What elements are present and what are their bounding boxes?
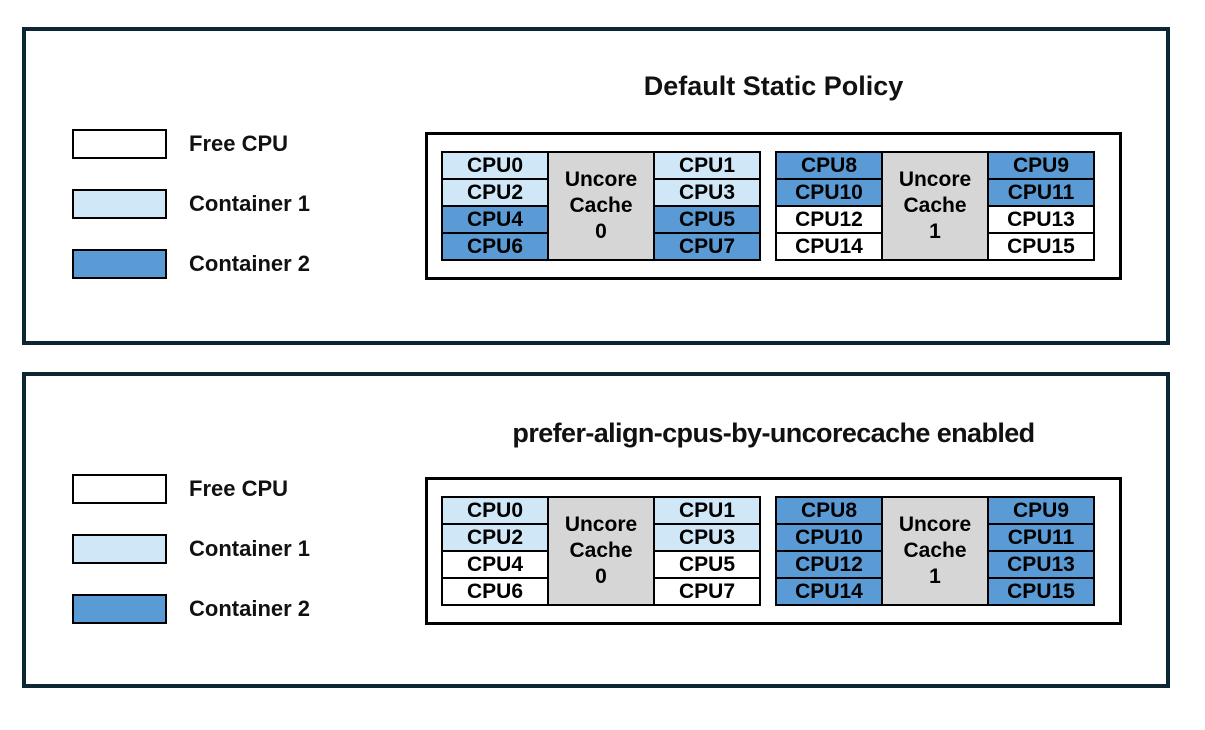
- cpu-cell-cpu6: CPU6: [441, 232, 549, 261]
- cpu-cell-cpu13: CPU13: [987, 205, 1095, 234]
- uncore-cache-label-line: Cache: [903, 539, 967, 562]
- legend-swatch-container2: [72, 594, 167, 624]
- legend-label: Container 1: [189, 191, 311, 216]
- legend-item-container1: Container 1: [72, 534, 310, 564]
- cpu-cell-cpu7: CPU7: [653, 577, 761, 606]
- uncore-cache-label-line: 1: [929, 565, 941, 588]
- uncore-cache-label-line: Uncore: [564, 513, 638, 536]
- uncore-cache-label-line: 0: [595, 565, 607, 588]
- cpu-cell-cpu3: CPU3: [653, 523, 761, 552]
- cpu-cell-cpu13: CPU13: [987, 550, 1095, 579]
- uncore-cache-label-line: Uncore: [898, 168, 972, 191]
- cpu-cell-cpu12: CPU12: [775, 205, 883, 234]
- cpu-cell-cpu7: CPU7: [653, 232, 761, 261]
- legend-swatch-free: [72, 474, 167, 504]
- cpu-cell-cpu4: CPU4: [441, 205, 549, 234]
- cpu-cell-cpu15: CPU15: [987, 232, 1095, 261]
- uncore-cache-label-line: Uncore: [564, 168, 638, 191]
- legend-label: Container 2: [189, 596, 311, 621]
- cpu-cell-cpu6: CPU6: [441, 577, 549, 606]
- uncore-cache-label-line: 1: [929, 220, 941, 243]
- panel-prefer-align-cpus-by-uncorecache: prefer-align-cpus-by-uncorecache enabled…: [22, 372, 1170, 688]
- cpu-cell-cpu12: CPU12: [775, 550, 883, 579]
- cpu-cell-cpu15: CPU15: [987, 577, 1095, 606]
- cpu-cell-cpu0: CPU0: [441, 151, 549, 180]
- cpu-cell-cpu14: CPU14: [775, 577, 883, 606]
- panel-title: prefer-align-cpus-by-uncorecache enabled: [512, 418, 1035, 448]
- uncore-cache-label-line: Uncore: [898, 513, 972, 536]
- legend-item-container1: Container 1: [72, 189, 310, 219]
- legend-label: Container 2: [189, 251, 311, 276]
- legend-swatch-container1: [72, 189, 167, 219]
- legend-item-container2: Container 2: [72, 249, 310, 279]
- legend-label: Container 1: [189, 536, 311, 561]
- legend-item-free: Free CPU: [72, 474, 310, 504]
- cpu-cell-cpu5: CPU5: [653, 205, 761, 234]
- legend-swatch-container2: [72, 249, 167, 279]
- legend: Free CPU Container 1 Container 2: [72, 474, 310, 624]
- cpu-cell-cpu5: CPU5: [653, 550, 761, 579]
- cpu-cell-cpu3: CPU3: [653, 178, 761, 207]
- legend-swatch-free: [72, 129, 167, 159]
- cpu-cell-cpu0: CPU0: [441, 496, 549, 525]
- legend-label: Free CPU: [189, 131, 289, 156]
- legend: Free CPU Container 1 Container 2: [72, 129, 310, 279]
- cpu-cell-cpu11: CPU11: [987, 523, 1095, 552]
- legend-swatch-container1: [72, 534, 167, 564]
- cpu-cell-cpu10: CPU10: [775, 178, 883, 207]
- panel-default-static-policy: Default Static Policy Free CPU Container …: [22, 27, 1170, 345]
- cpu-cell-cpu9: CPU9: [987, 151, 1095, 180]
- cpu-cell-cpu4: CPU4: [441, 550, 549, 579]
- cpu-cell-cpu1: CPU1: [653, 496, 761, 525]
- cpu-cell-cpu2: CPU2: [441, 523, 549, 552]
- cpu-cell-cpu8: CPU8: [775, 496, 883, 525]
- legend-item-container2: Container 2: [72, 594, 310, 624]
- uncore-cache-label-line: 0: [595, 220, 607, 243]
- uncore-cache-label-line: Cache: [903, 194, 967, 217]
- cpu-cell-cpu11: CPU11: [987, 178, 1095, 207]
- cpu-cell-cpu2: CPU2: [441, 178, 549, 207]
- legend-item-free: Free CPU: [72, 129, 310, 159]
- uncore-cache-label-line: Cache: [569, 539, 633, 562]
- legend-label: Free CPU: [189, 476, 289, 501]
- panel-title: Default Static Policy: [643, 71, 904, 101]
- cpu-cell-cpu9: CPU9: [987, 496, 1095, 525]
- cpu-cell-cpu10: CPU10: [775, 523, 883, 552]
- cpu-cell-cpu14: CPU14: [775, 232, 883, 261]
- uncore-cache-label-line: Cache: [569, 194, 633, 217]
- cpu-cell-cpu1: CPU1: [653, 151, 761, 180]
- cpu-cell-cpu8: CPU8: [775, 151, 883, 180]
